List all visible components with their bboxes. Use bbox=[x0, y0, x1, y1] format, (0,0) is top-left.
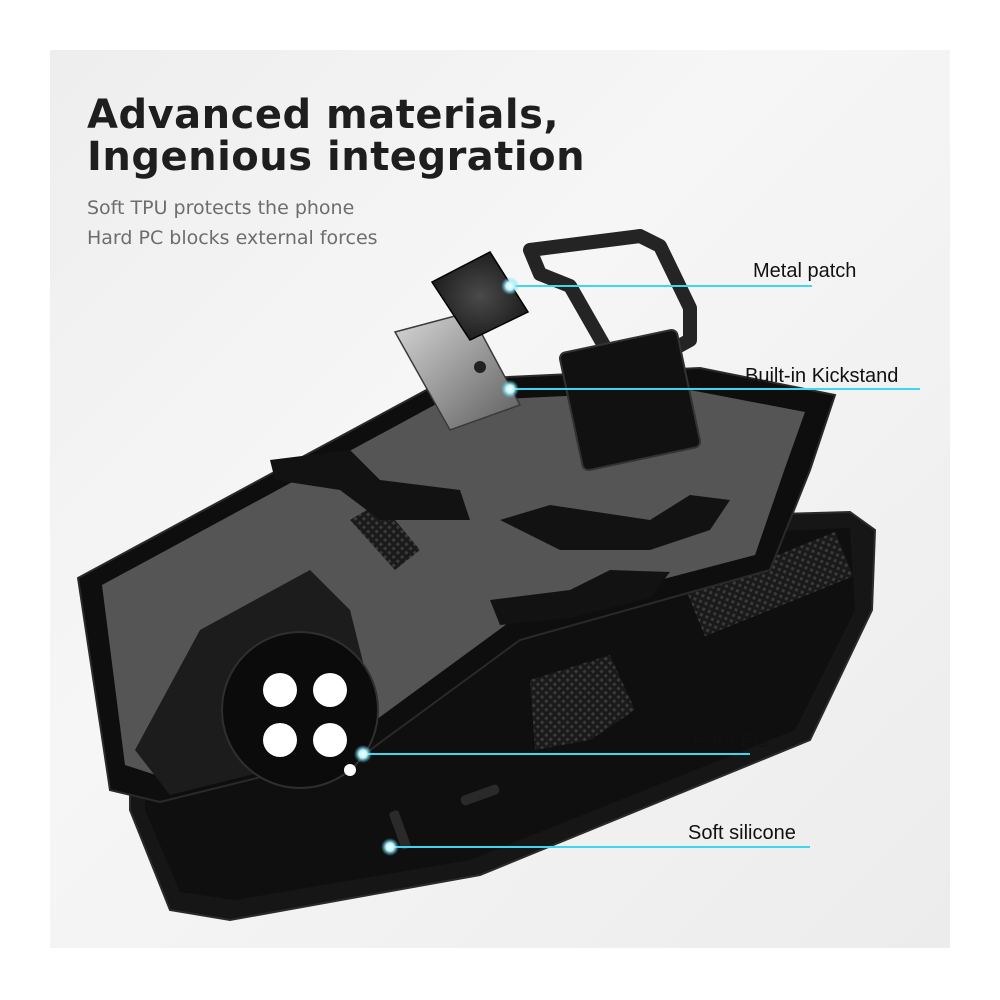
product-panel: Advanced materials, Ingenious integratio… bbox=[50, 50, 950, 948]
callout-label-metal-patch: Metal patch bbox=[753, 260, 857, 282]
callout-label-soft-silicone: Soft silicone bbox=[688, 822, 796, 844]
callout-dot-metal-patch bbox=[501, 277, 519, 295]
callout-dot-kickstand bbox=[501, 380, 519, 398]
callout-label-kickstand: Built-in Kickstand bbox=[745, 365, 899, 387]
hard-pc-frame bbox=[76, 366, 837, 804]
callout-lines bbox=[354, 277, 920, 856]
headline-line-2: Ingenious integration bbox=[87, 134, 586, 180]
subtitle: Soft TPU protects the phone Hard PC bloc… bbox=[87, 193, 378, 253]
phone-case-illustration bbox=[76, 229, 920, 922]
callout-dot-hard-pc bbox=[354, 745, 372, 763]
callout-label-hard-pc: Hard PC bbox=[692, 730, 769, 752]
subtitle-line-1: Soft TPU protects the phone bbox=[87, 197, 355, 219]
subtitle-line-2: Hard PC blocks external forces bbox=[87, 227, 378, 249]
headline-line-1: Advanced materials, bbox=[87, 92, 560, 138]
callout-dot-soft-silicone bbox=[381, 838, 399, 856]
headline: Advanced materials, Ingenious integratio… bbox=[87, 94, 585, 178]
kickstand bbox=[393, 229, 702, 472]
